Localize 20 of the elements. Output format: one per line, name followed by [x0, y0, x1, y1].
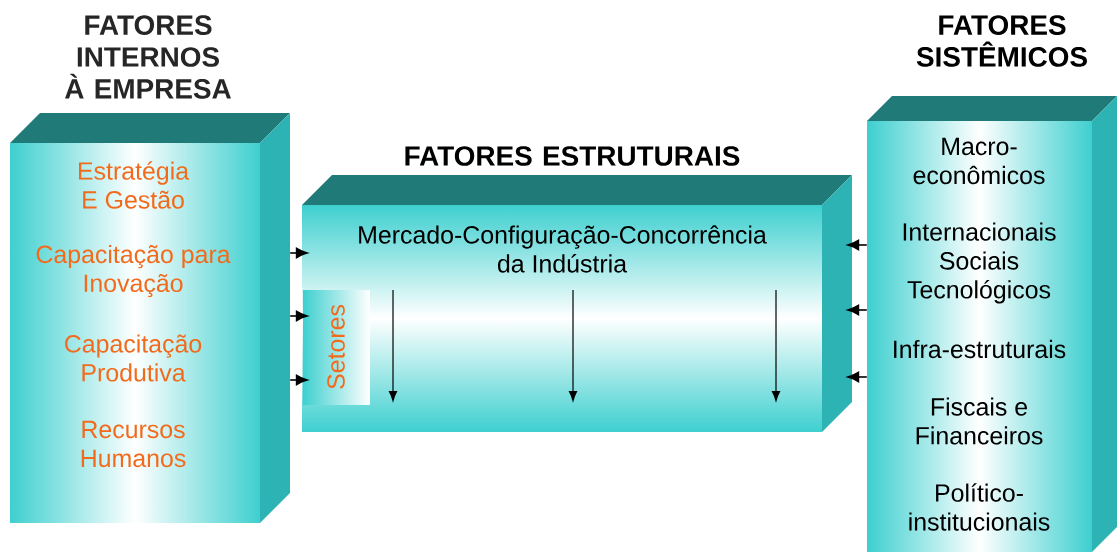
sector-label: Setores	[327, 305, 345, 389]
factor-label: Capacitação para Inovação	[36, 244, 231, 298]
factor-label: Político- institucionais	[909, 483, 1050, 531]
factor-label: Mercado-Configuração-Concorrência da Indústria	[359, 225, 767, 273]
factor-label: Capacitação Produtiva	[65, 334, 202, 382]
factor-label: Infra-estruturais	[894, 339, 1066, 359]
arrow	[847, 304, 868, 316]
heading: FATORES INTERNOS À EMPRESA	[65, 15, 231, 99]
heading: FATORES SISTÊMICOS	[916, 15, 1087, 67]
factor-label: Macro- econômicos	[913, 137, 1045, 185]
arrow	[289, 374, 308, 386]
factor-label: Estratégia E Gestão	[79, 161, 190, 209]
factor-label: Fiscais e Financeiros	[916, 397, 1043, 445]
factor-label: Internacionais Sociais Tecnológicos	[903, 222, 1056, 304]
arrow	[289, 310, 308, 322]
factor-label: Recursos Humanos	[81, 420, 186, 468]
arrow	[847, 239, 868, 251]
heading: FATORES ESTRUTURAIS	[405, 146, 740, 166]
arrow	[847, 371, 868, 383]
arrow	[289, 247, 308, 259]
